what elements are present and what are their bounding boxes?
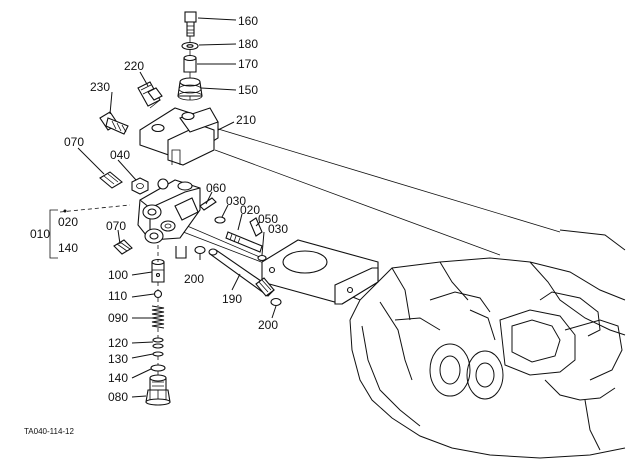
- o-ring-140: [150, 364, 166, 372]
- label-220: 220: [124, 59, 144, 73]
- label-020-group: 020: [58, 215, 78, 229]
- pipe-190: [208, 248, 275, 297]
- label-130: 130: [108, 352, 128, 366]
- label-090: 090: [108, 311, 128, 325]
- spool-100: [151, 258, 165, 283]
- label-200-left: 200: [184, 272, 204, 286]
- fitting-220: [137, 81, 163, 107]
- nut-040: [131, 177, 149, 195]
- label-110: 110: [108, 289, 127, 303]
- label-170: 170: [238, 57, 258, 71]
- label-140-group: 140: [58, 241, 78, 255]
- spring-090: [151, 305, 165, 329]
- ball-110: [153, 289, 163, 299]
- bolt-160: [184, 11, 197, 37]
- label-020-right: 020: [240, 203, 260, 217]
- tractor-body-outline: [349, 229, 626, 459]
- figure-reference-code: TA040-114-12: [24, 427, 75, 436]
- grommet-150: [177, 77, 203, 101]
- washer-130: [152, 351, 164, 357]
- washer-180: [181, 41, 199, 51]
- group-bracket-010: [49, 204, 131, 259]
- label-030-upper: 030: [226, 194, 246, 208]
- o-ring-030-lower: [257, 254, 267, 262]
- shims-120: [152, 337, 164, 349]
- label-030-lower: 030: [268, 222, 288, 236]
- label-210: 210: [236, 113, 256, 127]
- label-060: 060: [206, 181, 226, 195]
- label-010: 010: [30, 227, 50, 241]
- bracket-210: [139, 107, 219, 166]
- label-150: 150: [238, 83, 258, 97]
- label-080: 080: [108, 390, 128, 404]
- valve-body-010: [137, 178, 201, 259]
- o-ring-030-upper: [214, 216, 226, 224]
- plug-070-lower: [113, 239, 133, 255]
- spring-050: [249, 217, 263, 237]
- label-200-right: 200: [258, 318, 278, 332]
- label-120: 120: [108, 336, 128, 350]
- label-180: 180: [238, 37, 258, 51]
- part-labels: 160 180 170 150 220 230 210 070 040 060 …: [30, 14, 288, 404]
- label-190: 190: [222, 292, 242, 306]
- label-040: 040: [110, 148, 130, 162]
- plug-080: [145, 374, 171, 406]
- o-ring-200-left: [194, 245, 206, 255]
- plug-070-upper: [99, 171, 123, 189]
- label-070-upper: 070: [64, 135, 84, 149]
- label-070-lower: 070: [106, 219, 126, 233]
- label-230: 230: [90, 80, 110, 94]
- label-100: 100: [108, 268, 128, 282]
- o-ring-200-right: [270, 297, 282, 307]
- label-140: 140: [108, 371, 128, 385]
- leader-lines: [77, 17, 277, 398]
- shaft-020: [225, 231, 263, 253]
- mounting-bracket-plate: [261, 239, 379, 305]
- label-050: 050: [258, 212, 278, 226]
- label-160: 160: [238, 14, 258, 28]
- collar-170: [183, 54, 197, 73]
- bolt-230: [99, 111, 129, 135]
